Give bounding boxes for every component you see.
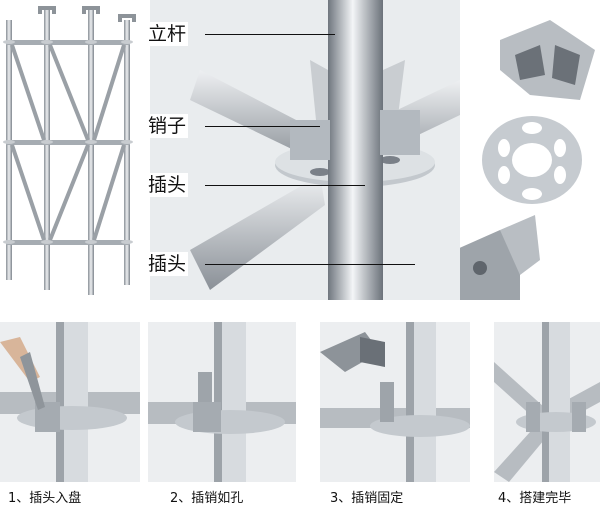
callout-plug-head-lower: 插头	[146, 252, 189, 276]
components-image	[460, 0, 600, 300]
step-2-label: 2、插销如孔	[170, 491, 244, 506]
leader-line-plug-head-upper	[205, 185, 365, 186]
step-1-image	[0, 322, 140, 482]
step-2-image	[148, 322, 296, 482]
callout-wedge-pin: 销子	[146, 114, 189, 138]
callout-plug-head-upper: 插头	[146, 173, 189, 197]
step-1-label: 1、插头入盘	[8, 491, 82, 506]
leader-line-plug-head-lower	[205, 264, 415, 265]
callout-upright: 立杆	[146, 22, 189, 46]
leader-line-wedge-pin	[205, 126, 320, 127]
joint-closeup-image	[150, 0, 460, 300]
scaffold-tower-image	[0, 0, 150, 300]
step-4-image	[494, 322, 600, 482]
step-3-image	[320, 322, 470, 482]
step-4-label: 4、搭建完毕	[498, 491, 572, 506]
step-3-label: 3、插销固定	[330, 491, 404, 506]
leader-line-upright	[205, 34, 335, 35]
